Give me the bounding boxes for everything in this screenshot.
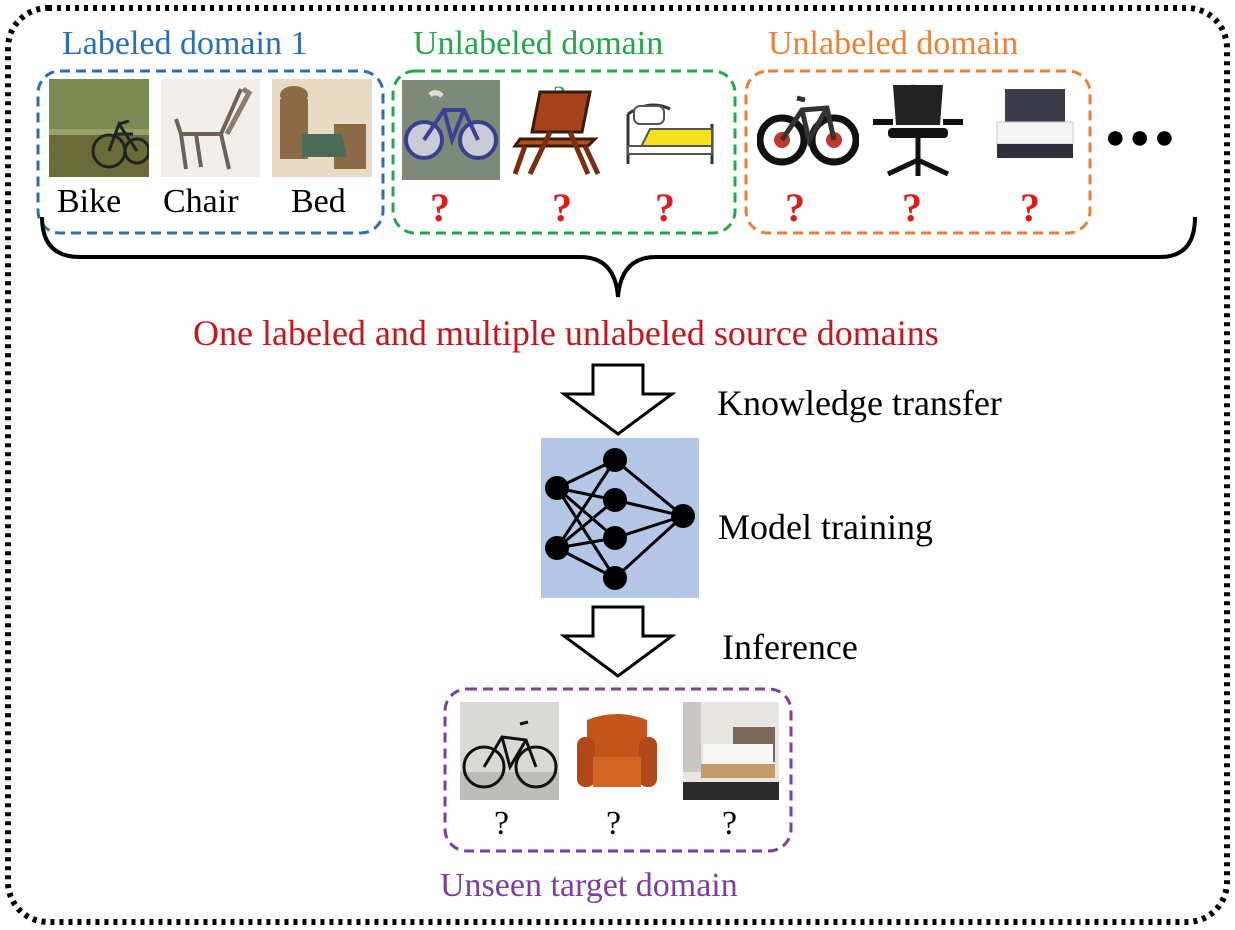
cartoon-bed-image xyxy=(626,103,714,164)
bed-photo xyxy=(272,79,372,177)
knowledge-transfer-label: Knowledge transfer xyxy=(717,383,1002,423)
unknown-label-mark: ? xyxy=(552,185,572,230)
modern-bed-image xyxy=(996,89,1074,158)
target-domain-box xyxy=(443,687,793,853)
unknown-label-mark: ? xyxy=(785,185,805,230)
model-training-label: Model training xyxy=(718,507,933,547)
grouping-brace xyxy=(40,216,1197,298)
unknown-label-mark: ? xyxy=(430,185,450,230)
armchair-photo xyxy=(573,702,661,800)
down-arrow xyxy=(560,605,676,678)
neural-network-diagram xyxy=(541,438,699,598)
more-domains-ellipsis: ●●● xyxy=(1105,119,1179,156)
unknown-label-mark: ? xyxy=(606,805,622,842)
down-arrow xyxy=(560,363,676,436)
unknown-label-mark: ? xyxy=(655,185,675,230)
bike-photo xyxy=(460,702,559,800)
labeled-domain-title: Labeled domain 1 xyxy=(62,25,308,62)
inference-label: Inference xyxy=(722,627,858,667)
target-domain-title: Unseen target domain xyxy=(440,867,738,904)
source-domains-caption: One labeled and multiple unlabeled sourc… xyxy=(193,313,939,353)
unknown-label-mark: ? xyxy=(902,185,922,230)
office-chair-image xyxy=(873,85,963,177)
cartoon-bike-image xyxy=(402,80,500,180)
unknown-label-mark: ? xyxy=(494,805,510,842)
bed-label: Bed xyxy=(291,183,346,220)
bedroom-photo xyxy=(683,702,779,800)
unlabeled-domain-3-box xyxy=(744,69,1092,235)
mountain-bike-image xyxy=(757,95,859,166)
unknown-label-mark: ? xyxy=(722,805,738,842)
chair-photo xyxy=(161,79,260,177)
chair-label: Chair xyxy=(163,183,239,220)
bike-photo xyxy=(49,79,149,177)
cartoon-chair-image xyxy=(512,90,601,176)
unknown-label-mark: ? xyxy=(1020,185,1040,230)
unlabeled-domain-2-title: Unlabeled domain xyxy=(413,25,664,62)
bike-label: Bike xyxy=(57,183,122,220)
unlabeled-domain-3-title: Unlabeled domain xyxy=(768,25,1019,62)
labeled-domain-box xyxy=(36,69,385,235)
unlabeled-domain-2-box xyxy=(391,69,737,235)
